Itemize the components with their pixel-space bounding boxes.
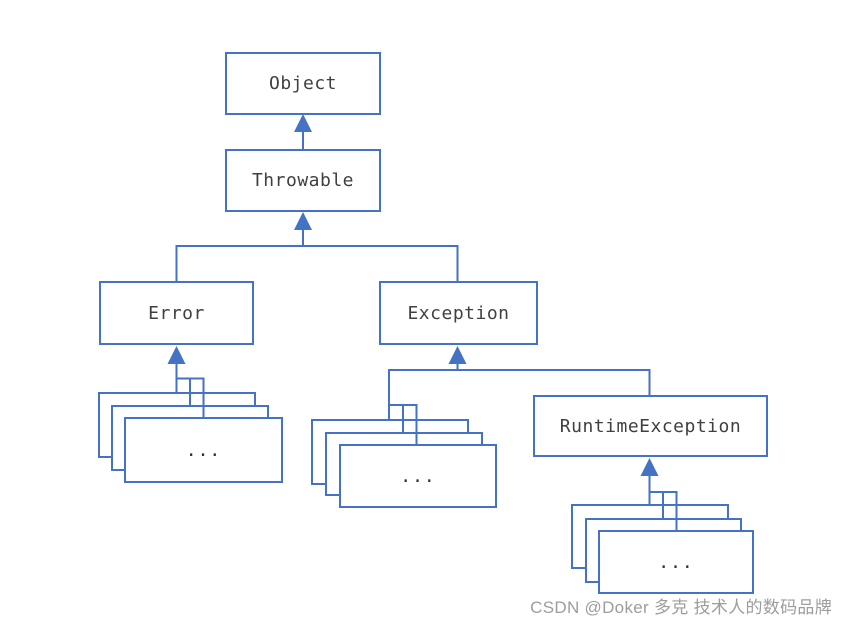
node-throwable-box: [225, 149, 381, 212]
stack-runtime-front-box: [598, 530, 754, 594]
stack-exception-front-box: [339, 444, 497, 508]
stack-comb-connectors: [176, 377, 678, 531]
class-boxes-group: [99, 52, 768, 457]
node-object-box: [225, 52, 381, 115]
arrowhead-to-throwable: [294, 212, 312, 230]
arrowhead-to-runtimeexception: [640, 458, 659, 476]
node-exception-box: [379, 281, 538, 345]
arrowhead-to-object: [294, 114, 312, 132]
stack-boxes-group: [98, 392, 754, 594]
node-runtimeexception-box: [533, 395, 768, 457]
arrowhead-to-exception: [448, 346, 467, 364]
csdn-watermark: CSDN @Doker 多克 技术人的数码品牌: [530, 598, 832, 617]
arrowheads-group: [167, 114, 659, 476]
arrowhead-to-error: [167, 346, 186, 364]
node-error-box: [99, 281, 254, 345]
stack-error-front-box: [124, 417, 283, 483]
